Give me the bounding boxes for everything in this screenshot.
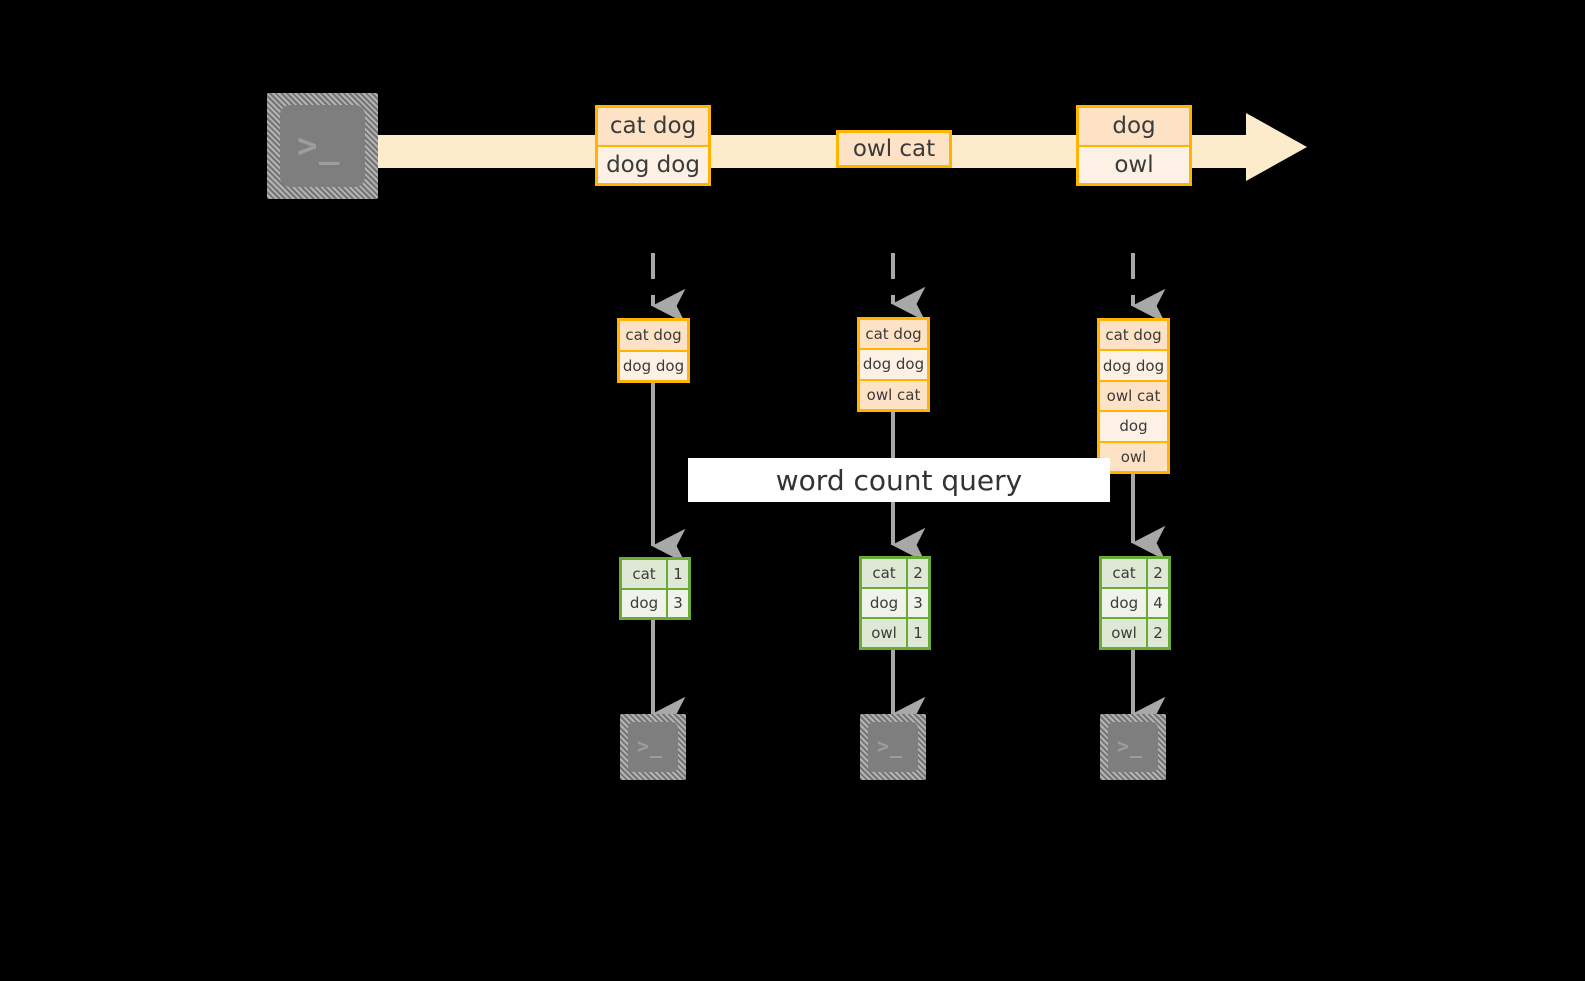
stream-record-line: dog dog <box>598 144 708 183</box>
result-count-cell: 4 <box>1146 589 1168 617</box>
result-word-cell: cat <box>622 560 666 588</box>
terminal-screen <box>280 105 365 187</box>
snapshot-1-input-box[interactable]: cat dog dog dog <box>617 318 690 383</box>
terminal-prompt-glyph: >_ <box>877 734 903 758</box>
snapshot-input-line: dog <box>1100 410 1167 441</box>
table-row: owl 1 <box>862 617 928 647</box>
terminal-screen <box>628 722 678 772</box>
snapshot-2-input-box[interactable]: cat dog dog dog owl cat <box>857 317 930 412</box>
table-row: cat 1 <box>622 560 688 588</box>
terminal-prompt-glyph: >_ <box>297 126 341 166</box>
snapshot-1-sink-terminal-icon[interactable]: >_ <box>620 714 686 780</box>
snapshot-input-line: cat dog <box>1100 321 1167 350</box>
table-row: dog 3 <box>622 587 688 617</box>
result-count-cell: 2 <box>1146 559 1168 587</box>
result-word-cell: dog <box>622 589 666 617</box>
snapshot-input-line: dog dog <box>620 349 687 380</box>
snapshot-input-line: cat dog <box>860 320 927 349</box>
result-count-cell: 2 <box>1146 619 1168 647</box>
snapshot-input-line: cat dog <box>620 321 687 350</box>
stream-record-batch-2[interactable]: owl cat <box>836 130 952 168</box>
terminal-screen <box>868 722 918 772</box>
result-word-cell: cat <box>1102 559 1146 587</box>
snapshot-3-result-table[interactable]: cat 2 dog 4 owl 2 <box>1099 556 1171 650</box>
snapshot-input-line: owl <box>1100 440 1167 471</box>
result-count-cell: 2 <box>906 559 928 587</box>
table-row: cat 2 <box>1102 559 1168 587</box>
snapshot-3-sink-terminal-icon[interactable]: >_ <box>1100 714 1166 780</box>
terminal-screen <box>1108 722 1158 772</box>
stream-record-batch-1[interactable]: cat dog dog dog <box>595 105 711 186</box>
result-word-cell: dog <box>1102 589 1146 617</box>
result-count-cell: 1 <box>666 560 688 588</box>
snapshot-2-sink-terminal-icon[interactable]: >_ <box>860 714 926 780</box>
source-terminal-icon[interactable]: >_ <box>267 93 378 199</box>
snapshot-input-line: owl cat <box>1100 379 1167 411</box>
stream-record-line: dog <box>1079 108 1189 145</box>
result-word-cell: owl <box>1102 619 1146 647</box>
snapshot-1-result-table[interactable]: cat 1 dog 3 <box>619 557 691 620</box>
terminal-prompt-glyph: >_ <box>1117 734 1143 758</box>
table-row: dog 3 <box>862 587 928 617</box>
result-word-cell: dog <box>862 589 906 617</box>
result-word-cell: cat <box>862 559 906 587</box>
result-count-cell: 1 <box>906 619 928 647</box>
result-count-cell: 3 <box>666 589 688 617</box>
snapshot-input-line: owl cat <box>860 378 927 409</box>
snapshot-input-line: dog dog <box>1100 349 1167 380</box>
result-word-cell: owl <box>862 619 906 647</box>
query-label: word count query <box>688 458 1110 502</box>
stream-record-line: owl <box>1079 144 1189 183</box>
snapshot-input-line: dog dog <box>860 348 927 379</box>
terminal-prompt-glyph: >_ <box>637 734 663 758</box>
stream-record-line: owl cat <box>839 133 949 165</box>
stream-record-batch-3[interactable]: dog owl <box>1076 105 1192 186</box>
table-row: owl 2 <box>1102 617 1168 647</box>
snapshot-2-result-table[interactable]: cat 2 dog 3 owl 1 <box>859 556 931 650</box>
result-count-cell: 3 <box>906 589 928 617</box>
snapshot-3-input-box[interactable]: cat dog dog dog owl cat dog owl <box>1097 318 1170 474</box>
stream-record-line: cat dog <box>598 108 708 145</box>
table-row: cat 2 <box>862 559 928 587</box>
table-row: dog 4 <box>1102 587 1168 617</box>
